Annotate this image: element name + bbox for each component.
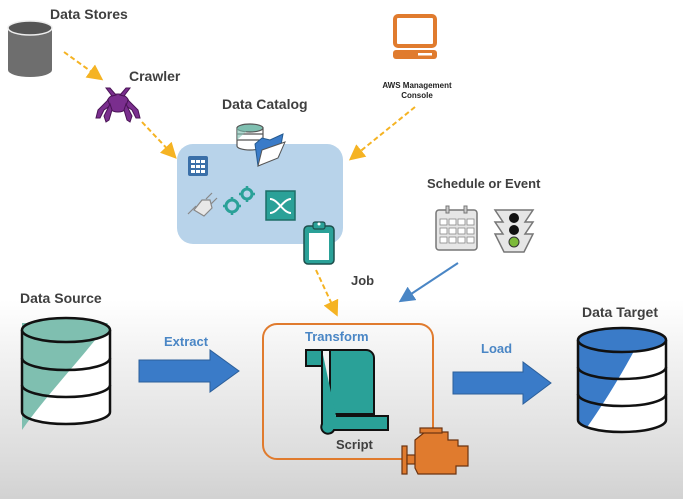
- transform-label: Transform: [305, 329, 369, 344]
- data-catalog-label: Data Catalog: [222, 96, 308, 112]
- arrow-job-to-transform: [315, 269, 339, 317]
- shuffle-transform-icon: [265, 190, 296, 221]
- arrow-console-to-catalog: [348, 106, 416, 161]
- load-arrow: [452, 361, 552, 405]
- arrow-crawler-to-catalog: [141, 121, 177, 159]
- schedule-or-event-label: Schedule or Event: [427, 176, 541, 191]
- script-label: Script: [336, 437, 373, 452]
- data-target-database-icon: [576, 326, 668, 434]
- data-catalog-box: [177, 144, 343, 244]
- extract-label: Extract: [164, 334, 209, 349]
- load-label: Load: [481, 341, 513, 356]
- table-grid-icon: [188, 156, 208, 176]
- data-source-label: Data Source: [20, 290, 102, 306]
- crawler-label: Crawler: [129, 68, 181, 84]
- data-target-label: Data Target: [582, 304, 658, 320]
- traffic-light-event-icon: [493, 209, 535, 253]
- engine-icon: [401, 427, 469, 475]
- aws-console-label-line2: Console: [401, 91, 433, 100]
- job-label: Job: [351, 273, 375, 288]
- script-scroll-icon: [305, 349, 389, 435]
- calendar-icon: [435, 205, 478, 251]
- aws-console-label: AWS Management Console: [372, 81, 462, 101]
- crawler-spider-icon: [95, 87, 141, 123]
- data-stores-label: Data Stores: [50, 6, 128, 22]
- data-stores-icon: [7, 20, 53, 77]
- catalog-folder-icon: [254, 133, 286, 167]
- arrow-stores-to-crawler: [63, 51, 104, 81]
- data-source-database-icon: [20, 316, 112, 430]
- gears-icon: [223, 186, 255, 215]
- aws-console-label-line1: AWS Management: [382, 81, 452, 90]
- job-clipboard-icon: [303, 221, 335, 265]
- arrow-schedule-to-job: [398, 262, 459, 303]
- extract-arrow: [138, 349, 240, 393]
- connection-plug-icon: [187, 192, 218, 217]
- transform-box: [262, 323, 434, 460]
- aws-console-monitor-icon: [393, 14, 437, 59]
